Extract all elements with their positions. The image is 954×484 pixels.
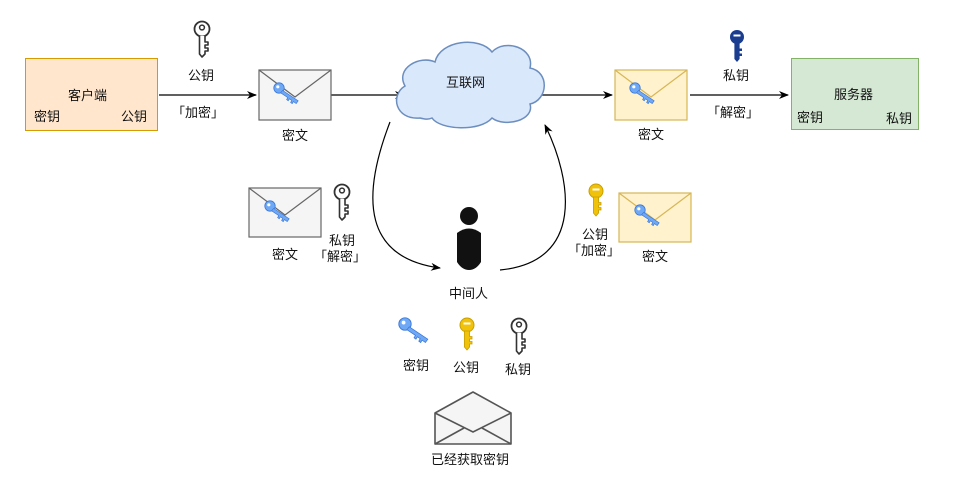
server-box [791,58,919,130]
top-encrypt-action: 「加密」 [172,105,225,120]
arrow-internet-to-mitm [372,121,441,271]
server-title: 服务器 [834,87,874,102]
blue-key-icon [398,317,429,343]
envelope-icon [614,69,688,121]
client-secret-key-label: 密钥 [34,109,61,124]
mitm-key-label-public: 公钥 [453,360,480,375]
envelope-icon [258,69,332,121]
public-key-icon [193,20,211,58]
client-public-key-label: 公钥 [121,109,148,124]
arrow-mitm-to-internet [499,124,566,271]
client-title: 客户端 [68,88,108,103]
obtained-key-label: 已经获取密钥 [431,452,510,467]
top-public-key-label: 公钥 [188,68,215,83]
gold-key-icon [588,183,604,217]
outline-key-icon [333,183,351,221]
top-cipher-left-label: 密文 [282,128,309,143]
envelope-icon [618,192,692,243]
mitm-decrypt-action: 「解密」 [314,249,367,264]
client-box [25,58,158,131]
internet-label: 互联网 [446,75,486,90]
cloud-icon [395,41,545,129]
server-private-key-label: 私钥 [886,111,913,126]
person-icon [457,207,481,270]
top-private-key-label: 私钥 [723,68,750,83]
mitm-decrypt-key-label: 私钥 [329,233,356,248]
top-cipher-right-label: 密文 [638,127,665,142]
open-envelope-icon [434,391,512,445]
mitm-encrypt-action: 「加密」 [568,243,621,258]
mitm-encrypt-key-label: 公钥 [582,227,609,242]
outline-key-icon [510,317,528,355]
mitm-cipher-left-label: 密文 [272,247,299,262]
mitm-key-label-secret: 密钥 [403,358,430,373]
server-secret-key-label: 密钥 [797,110,824,125]
mitm-label: 中间人 [449,286,489,301]
mitm-cipher-right-label: 密文 [642,249,669,264]
gold-key-icon [459,317,475,351]
top-decrypt-action: 「解密」 [707,105,760,120]
private-key-icon [730,30,744,62]
mitm-key-label-private: 私钥 [505,362,532,377]
envelope-icon [248,187,322,238]
